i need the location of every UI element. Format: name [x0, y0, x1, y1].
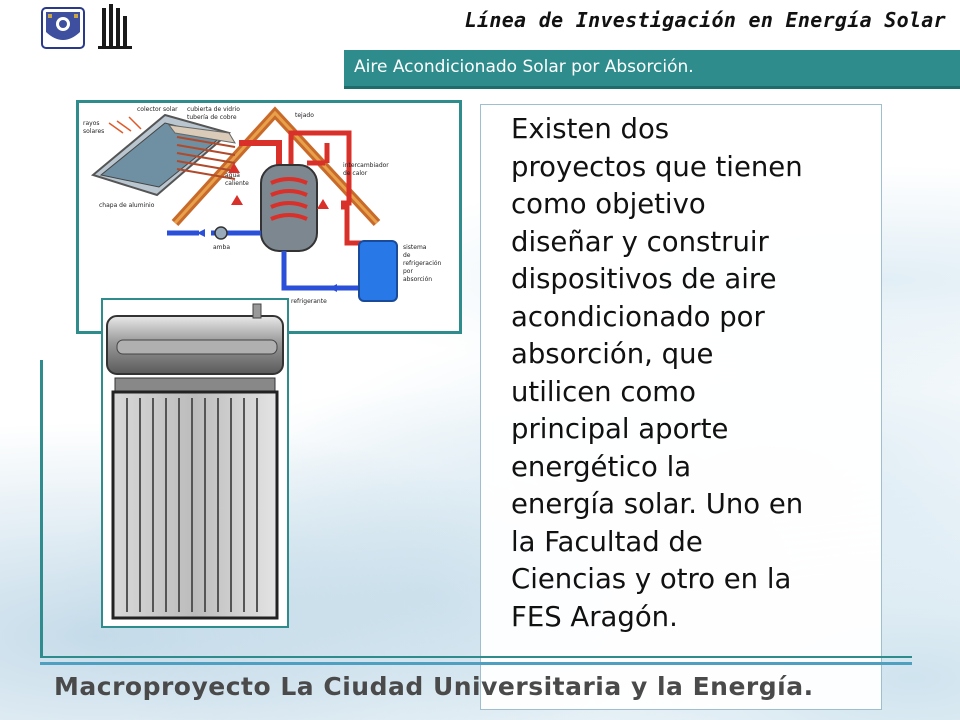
footer-divider — [40, 656, 912, 658]
text-line: la Facultad de — [511, 525, 703, 558]
text-line: diseñar y construir — [511, 225, 769, 258]
collector-panel — [111, 390, 279, 620]
heat-exchanger — [260, 164, 318, 252]
absorption-diagram-panel: rayos solares colector solar cubierta de… — [76, 100, 462, 334]
solar-heater-photo — [101, 298, 289, 628]
diagram-label: rayos — [83, 120, 100, 127]
diagram-label: por — [403, 268, 413, 275]
text-line: proyectos que tienen — [511, 150, 803, 183]
text-line: energía solar. Uno en — [511, 488, 804, 520]
diagram-label: intercambiador — [343, 162, 389, 169]
text-line: absorción, que — [511, 338, 714, 370]
diagram-label: de — [403, 252, 411, 259]
frame-line-left — [40, 360, 43, 658]
diagram-label: solares — [83, 128, 104, 135]
text-line: energético la — [511, 450, 692, 483]
diagram-label: refrigeración — [403, 260, 442, 267]
footer-divider-accent — [40, 662, 912, 665]
solar-heater-illustration — [106, 303, 284, 620]
diagram-label: de calor — [343, 170, 368, 177]
absorption-system — [358, 240, 398, 302]
diagram-label: tejado — [295, 112, 314, 119]
text-line: principal aporte — [511, 413, 729, 445]
solar-collector — [90, 113, 236, 197]
diagram-label: caliente — [225, 180, 249, 187]
text-line: FES Aragón. — [511, 600, 678, 633]
footer-title: Macroproyecto La Ciudad Universitaria y … — [54, 672, 814, 701]
diagram-label: absorción — [403, 276, 432, 283]
text-line: Ciencias y otro en la — [511, 563, 792, 595]
diagram-label: colector solar — [137, 106, 178, 113]
description-panel: Existen dos proyectos que tienen como ob… — [480, 104, 882, 710]
diagram-label: sistema — [403, 244, 427, 251]
text-line: Existen dos — [511, 113, 670, 145]
unam-shield-logo — [41, 7, 85, 49]
subtitle-banner: Aire Acondicionado Solar por Absorción. — [344, 50, 960, 89]
page-title: Línea de Investigación en Energía Solar — [464, 8, 946, 32]
diagram-label: tubería de cobre — [187, 114, 237, 121]
text-line: como objetivo — [511, 188, 706, 220]
text-line: utilicen como — [511, 375, 696, 408]
sun-rays — [108, 116, 142, 134]
description-text: Existen dos proyectos que tienen como ob… — [511, 111, 866, 636]
university-logos — [41, 4, 132, 49]
pump — [214, 226, 228, 240]
diagram-label: cubierta de vidrio — [187, 106, 240, 113]
text-line: dispositivos de aire — [511, 263, 777, 295]
diagram-label: amba — [213, 244, 230, 251]
subtitle-text: Aire Acondicionado Solar por Absorción. — [354, 57, 694, 77]
institute-logo — [98, 4, 132, 49]
diagram-label: refrigerante — [291, 298, 327, 305]
absorption-diagram: rayos solares colector solar cubierta de… — [83, 106, 442, 305]
diagram-label: chapa de aluminio — [99, 202, 155, 209]
diagram-label: agua — [225, 172, 240, 179]
text-line: acondicionado por — [511, 300, 765, 333]
